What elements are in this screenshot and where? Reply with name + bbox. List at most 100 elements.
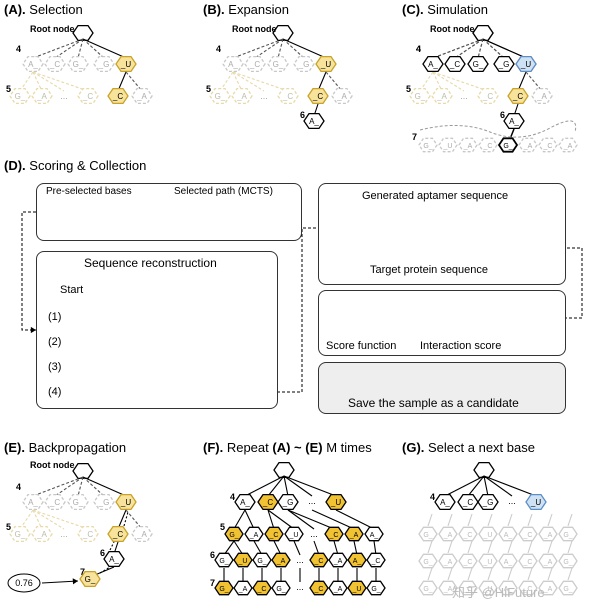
base-label: _C [112, 530, 123, 539]
level-label: 4 [416, 44, 421, 54]
base-label: G_ [219, 586, 228, 593]
ellipsis-text: ... [508, 496, 516, 506]
ellipsis-text: ... [60, 529, 68, 539]
base-label: _A [463, 143, 473, 150]
tree-edge [325, 71, 343, 92]
ghost-node [458, 526, 478, 542]
root-node [72, 462, 94, 480]
ghost-node [458, 553, 478, 569]
base-label: G_ [73, 60, 84, 69]
base-label: _A [536, 92, 547, 101]
tree-edge [287, 509, 315, 530]
target-label: Target protein sequence [370, 264, 489, 276]
tree-edge [244, 509, 255, 530]
tree-edge [487, 513, 493, 527]
ghost-node [244, 55, 266, 73]
section-c-title: (C). Simulation [402, 2, 488, 17]
base-label: G_ [371, 586, 380, 593]
base-label: _C [49, 498, 60, 507]
tree-edge [244, 475, 285, 497]
tree-edge [547, 513, 553, 527]
tree-edge [219, 71, 234, 92]
base-label: _A [436, 92, 447, 101]
base-node [252, 552, 272, 568]
base-label: _C [462, 498, 473, 507]
tree-edge [283, 475, 289, 497]
tree-edge [507, 513, 513, 527]
tree-edge [32, 509, 65, 530]
sequence-reconstruction-box [36, 251, 278, 409]
tree-edge [293, 540, 301, 556]
base-label: _A [543, 559, 553, 566]
base-label: _C [329, 532, 339, 539]
base-node [277, 493, 299, 511]
level-label: 5 [206, 84, 211, 94]
step-2-label: (2) [48, 336, 62, 348]
tree-edge [232, 38, 284, 59]
tree-edge [54, 476, 84, 497]
base-node [347, 552, 367, 568]
base-label: _A [333, 586, 343, 593]
ghost-node [438, 526, 458, 542]
tree-edge [32, 71, 43, 92]
ghost-node [231, 87, 253, 105]
ghost-node [418, 580, 438, 596]
base-label: _C [463, 586, 473, 593]
base-node-U [115, 55, 137, 73]
tree-edge [82, 476, 105, 497]
base-label: G_ [563, 559, 572, 566]
ghost-node [93, 493, 115, 511]
base-label: _G [98, 60, 110, 69]
ghost-node [418, 137, 438, 153]
tree-edge [19, 509, 34, 530]
ghost-node [478, 526, 498, 542]
ellipsis-text: ... [308, 496, 316, 506]
base-label: _C [512, 92, 523, 101]
root-node [473, 461, 495, 479]
base-label: _A [238, 586, 248, 593]
root-node [272, 24, 294, 42]
tree-edge [254, 38, 284, 59]
score-value: 0.76 [15, 578, 33, 588]
base-node [271, 580, 291, 596]
right-arrow-icon [72, 578, 78, 585]
base-label: A_ [228, 60, 238, 69]
base-label: A_ [440, 498, 450, 507]
base-label: A_ [309, 117, 319, 126]
base-node [434, 493, 456, 511]
base-node [234, 493, 256, 511]
tree-edge [507, 540, 513, 554]
base-label: _G [298, 60, 310, 69]
base-label: _U [120, 498, 131, 507]
tree-edge [125, 509, 143, 530]
base-node-U [115, 493, 137, 511]
tree-edge [427, 567, 433, 581]
base-label: G_ [503, 143, 512, 150]
tree-edge [432, 71, 465, 92]
tree-edge [77, 38, 84, 59]
base-label: _U [352, 586, 362, 593]
save-candidate-label: Save the sample as a candidate [348, 396, 519, 410]
tree-edge [117, 509, 127, 530]
tree-edge [99, 566, 111, 574]
base-node [347, 580, 367, 596]
root-node [72, 24, 94, 42]
base-label: _U [443, 143, 453, 150]
base-label: A_ [109, 555, 119, 564]
level-label: 4 [16, 482, 21, 492]
ghost-node [531, 87, 553, 105]
base-label: _C [314, 586, 324, 593]
base-label: _C [371, 558, 381, 565]
ellipsis-text: ... [296, 582, 304, 592]
base-node [324, 526, 344, 542]
base-node [328, 580, 348, 596]
base-label: A_ [504, 559, 513, 566]
base-label: _A [333, 558, 343, 565]
ghost-node [558, 526, 578, 542]
ghost-node [31, 87, 53, 105]
base-label: _G [98, 498, 110, 507]
ghost-node [9, 525, 31, 543]
base-label: _A [443, 559, 453, 566]
connector-line [272, 227, 326, 393]
step-1-label: (1) [48, 311, 62, 323]
